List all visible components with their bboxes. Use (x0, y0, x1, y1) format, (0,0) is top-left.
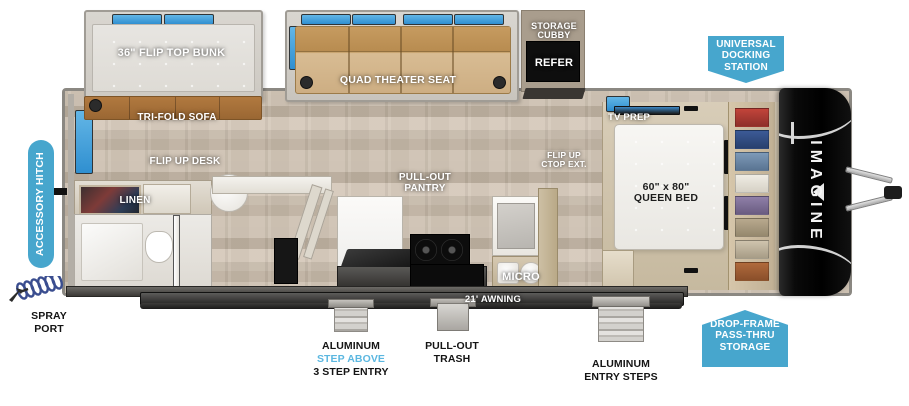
dish (497, 262, 519, 284)
quilt-pattern (615, 125, 723, 249)
bedroom-door-handle (684, 268, 698, 273)
linen-cabinet-run (74, 180, 212, 216)
seat-seam (452, 27, 454, 93)
burner (415, 239, 437, 261)
cap-swoosh-bottom (779, 245, 851, 296)
callout-aluminum-entry-steps: ALUMINUM ENTRY STEPS (584, 358, 658, 384)
quad-theater-seating (295, 26, 511, 94)
toilet (145, 231, 173, 263)
badge-drop-frame-pass-thru-storage[interactable]: DROP-FRAME PASS-THRU STORAGE (702, 310, 788, 367)
callout-spray-port: SPRAY PORT (31, 310, 67, 336)
wardrobe-item (735, 218, 769, 237)
callout-line-aluminum: ALUMINUM (322, 340, 380, 352)
theater-window (301, 14, 351, 25)
wardrobe-item (735, 196, 769, 215)
callout-line-step-above: STEP ABOVE (316, 353, 386, 366)
bunk-slideout (84, 10, 263, 102)
wardrobe-item (735, 130, 769, 149)
wardrobe-item (735, 108, 769, 127)
label-awning: 21' AWNING (464, 294, 522, 305)
chevron-left-icon (813, 183, 824, 201)
label-pull-out-pantry: PULL-OUT PANTRY (398, 172, 452, 194)
sofa-seam (219, 97, 220, 119)
hitch-stub-icon (53, 188, 67, 195)
cooktop (410, 234, 470, 266)
burner (441, 239, 463, 261)
cup-holder (493, 76, 506, 89)
label-queen-bed: 60" x 80" QUEEN BED (633, 181, 699, 205)
cup-holder (89, 99, 102, 112)
bedroom-door-handle (684, 106, 698, 111)
callout-aluminum-step-entry: ALUMINUM STEP ABOVE 3 STEP ENTRY (296, 340, 406, 379)
label-flip-top-bunk: 36" FLIP TOP BUNK (117, 47, 226, 59)
label-tv-prep: TV PREP (607, 112, 651, 123)
queen-mattress (614, 124, 724, 250)
quilt-pattern (93, 25, 254, 91)
bathroom-door (173, 215, 180, 291)
wardrobe-item (735, 174, 769, 193)
sofa-seam (129, 97, 130, 119)
entry-step-threshold (592, 296, 650, 307)
callout-pull-out-trash: PULL-OUT TRASH (425, 340, 479, 366)
label-flip-up-ctop-ext: FLIP UP CTOP EXT. (541, 150, 587, 169)
label-quad-theater-seat: QUAD THEATER SEAT (339, 74, 457, 86)
bunk-mattress (92, 24, 255, 92)
wardrobe-item (735, 262, 769, 281)
seat-backs (296, 27, 510, 52)
label-linen: LINEN (119, 195, 151, 206)
seat-seam (400, 27, 402, 93)
badge-accessory-hitch[interactable]: ACCESSORY HITCH (28, 140, 54, 268)
label-refer: REFER (534, 57, 574, 69)
flip-up-desk (212, 176, 332, 194)
linen-cabinet (143, 184, 191, 214)
refer-base (522, 88, 586, 99)
refrigerator-unit (521, 10, 586, 99)
label-tri-fold-sofa: TRI-FOLD SOFA (137, 112, 217, 123)
nightstand (602, 250, 634, 292)
cap-accent-dash (791, 122, 794, 144)
trailer-body (62, 88, 852, 296)
wardrobe-item (735, 152, 769, 171)
theater-window (454, 14, 504, 25)
bumper-hub (884, 186, 902, 199)
bathroom (74, 214, 212, 292)
wardrobe-item (735, 240, 769, 259)
awning-rail (140, 303, 682, 309)
cap-swoosh-top (779, 88, 851, 139)
aluminum-entry-steps-unit (598, 304, 644, 342)
refer-door (526, 41, 580, 82)
step-entry-threshold (328, 299, 374, 308)
bed-handle (724, 140, 729, 174)
callout-line-3-step-entry: 3 STEP ENTRY (313, 366, 389, 379)
tv-prep-mount (614, 106, 680, 115)
cup-holder (300, 76, 313, 89)
tv-panel (274, 238, 298, 284)
rear-cap: IMAGINE (779, 88, 851, 296)
tri-fold-sofa-cushions (84, 96, 262, 120)
brand-wordmark: IMAGINE (807, 140, 824, 244)
theater-window (352, 14, 396, 25)
label-micro: MICRO (502, 271, 540, 283)
label-flip-up-desk: FLIP UP DESK (149, 156, 221, 167)
bed-handle (724, 196, 729, 230)
front-wall (68, 94, 74, 290)
pull-out-trash-unit (437, 303, 469, 331)
wardrobe (728, 102, 775, 290)
flip-up-countertop-extension (492, 196, 540, 256)
bumper-arm-upper (844, 166, 894, 184)
sofa-seam (175, 97, 176, 119)
badge-universal-docking-station[interactable]: UNIVERSAL DOCKING STATION (708, 36, 784, 83)
ctop-glass (497, 203, 535, 249)
theater-seat-slideout (285, 10, 519, 102)
theater-window (403, 14, 453, 25)
aluminum-step-above-3-step-entry (334, 304, 368, 332)
label-storage-cubby: STORAGE CUBBY (531, 21, 577, 41)
shower-pan (81, 223, 143, 281)
spray-nozzle-icon (9, 287, 29, 302)
badge-accessory-hitch-label: ACCESSORY HITCH (34, 152, 47, 256)
seat-seam (348, 27, 350, 93)
